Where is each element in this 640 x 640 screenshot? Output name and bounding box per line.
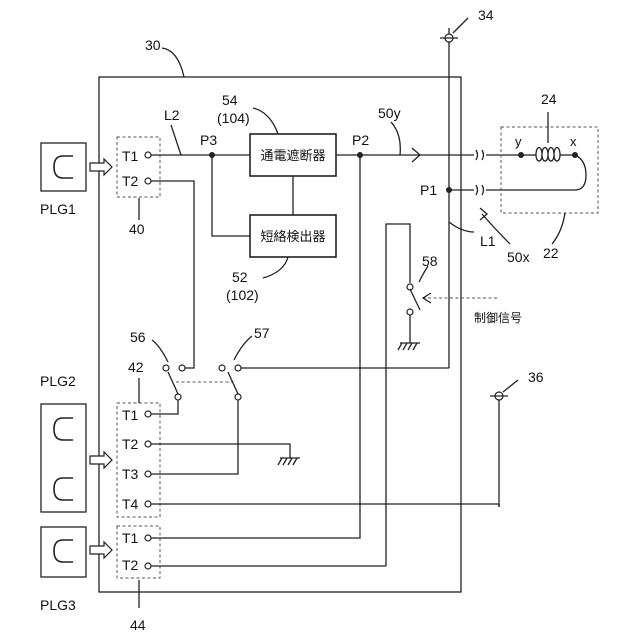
control-signal-label: 制御信号 bbox=[474, 310, 522, 325]
terminal-42-t3-node bbox=[145, 471, 151, 477]
plug-plg3 bbox=[41, 527, 86, 577]
switch-57-right-contact bbox=[235, 365, 241, 371]
wire-switch57-to-42t3 bbox=[151, 400, 238, 474]
terminal-42-t3: T3 bbox=[122, 466, 139, 482]
label-54b: (104) bbox=[217, 110, 250, 126]
label-p3: P3 bbox=[200, 132, 217, 148]
leader-54 bbox=[253, 108, 278, 134]
terminal-44-t2: T2 bbox=[122, 557, 139, 573]
terminal-42-t1: T1 bbox=[122, 407, 139, 423]
plug-plg2-label: PLG2 bbox=[40, 373, 76, 389]
coil-24 bbox=[536, 148, 560, 162]
terminal-40-t2: T2 bbox=[122, 173, 139, 189]
label-p2: P2 bbox=[352, 132, 369, 148]
terminal-42-t2-node bbox=[145, 441, 151, 447]
label-58: 58 bbox=[422, 253, 438, 269]
label-30: 30 bbox=[145, 37, 161, 53]
leader-57 bbox=[234, 336, 252, 360]
terminal-42-t4: T4 bbox=[122, 496, 139, 512]
plug-plg1-shape bbox=[54, 156, 73, 178]
terminal-44-t1: T1 bbox=[122, 530, 139, 546]
label-24: 24 bbox=[541, 91, 557, 107]
ground-58 bbox=[398, 343, 420, 350]
node-p1 bbox=[446, 187, 452, 193]
plug-plg3-shape bbox=[54, 540, 73, 562]
label-p1: P1 bbox=[420, 182, 437, 198]
terminal-40-t2-node bbox=[145, 178, 151, 184]
wire-40t2-to-switch56 bbox=[151, 181, 194, 368]
arrow-plg2 bbox=[90, 452, 112, 468]
label-56: 56 bbox=[130, 329, 146, 345]
switch-56-blade bbox=[168, 372, 178, 394]
leader-22 bbox=[552, 213, 565, 244]
leader-l2 bbox=[171, 125, 181, 155]
label-54: 54 bbox=[222, 92, 238, 108]
leader-50y bbox=[391, 122, 400, 155]
switch-57-bottom-contact bbox=[235, 394, 241, 400]
terminal-42-t2: T2 bbox=[122, 436, 139, 452]
plug-plg1-label: PLG1 bbox=[40, 201, 76, 217]
plug-plg2-shape-1 bbox=[54, 418, 73, 440]
leader-52 bbox=[263, 257, 288, 278]
arrow-plg3 bbox=[90, 542, 112, 558]
terminal-42-t4-node bbox=[145, 501, 151, 507]
detector-52-label: 短絡検出器 bbox=[260, 229, 325, 245]
label-52: 52 bbox=[232, 269, 248, 285]
wire-switch56-to-42t1 bbox=[151, 400, 178, 414]
switch-56-left-contact bbox=[163, 365, 169, 371]
label-50x: 50x bbox=[507, 249, 530, 265]
label-36: 36 bbox=[528, 369, 544, 385]
plug-plg2 bbox=[41, 404, 86, 512]
leader-36 bbox=[503, 380, 518, 392]
switch-58-bottom-contact bbox=[407, 309, 413, 315]
wire-42t2-to-ground bbox=[151, 444, 290, 458]
wire-p2-to-44t1 bbox=[151, 155, 360, 538]
label-57: 57 bbox=[254, 325, 270, 341]
label-x: x bbox=[570, 134, 577, 149]
terminal-44-t2-node bbox=[145, 563, 151, 569]
breaker-54-label: 通電遮断器 bbox=[260, 148, 325, 164]
switch-56-right-contact bbox=[179, 365, 185, 371]
leader-30 bbox=[162, 48, 184, 77]
label-22: 22 bbox=[543, 245, 559, 261]
label-42: 42 bbox=[128, 359, 144, 375]
label-40: 40 bbox=[129, 221, 145, 237]
terminal-42-t1-node bbox=[145, 411, 151, 417]
leader-56 bbox=[152, 340, 168, 362]
plug-plg1 bbox=[41, 143, 86, 191]
label-44: 44 bbox=[130, 617, 146, 633]
label-34: 34 bbox=[478, 7, 494, 23]
switch-57-blade bbox=[228, 372, 238, 394]
plug-plg3-label: PLG3 bbox=[40, 597, 76, 613]
terminal-44-t1-node bbox=[145, 535, 151, 541]
arrow-plg1 bbox=[90, 159, 112, 175]
break-50y bbox=[476, 150, 484, 160]
label-52b: (102) bbox=[226, 287, 259, 303]
switch-57-left-contact bbox=[219, 365, 225, 371]
label-l1: L1 bbox=[480, 233, 496, 249]
label-y: y bbox=[515, 134, 522, 149]
break-50x bbox=[476, 185, 484, 195]
terminal-40-t1: T1 bbox=[122, 148, 139, 164]
label-l2: L2 bbox=[164, 107, 180, 123]
wire-p3-to-detector bbox=[212, 155, 250, 236]
leader-34 bbox=[453, 18, 468, 33]
switch-58-blade bbox=[410, 289, 420, 310]
terminal-40-t1-node bbox=[145, 152, 151, 158]
label-50y: 50y bbox=[378, 105, 401, 121]
switch-56-bottom-contact bbox=[175, 394, 181, 400]
plug-plg2-shape-2 bbox=[54, 478, 73, 500]
ground-42 bbox=[278, 458, 300, 465]
wire-44t1-to-switch58 bbox=[386, 224, 410, 538]
